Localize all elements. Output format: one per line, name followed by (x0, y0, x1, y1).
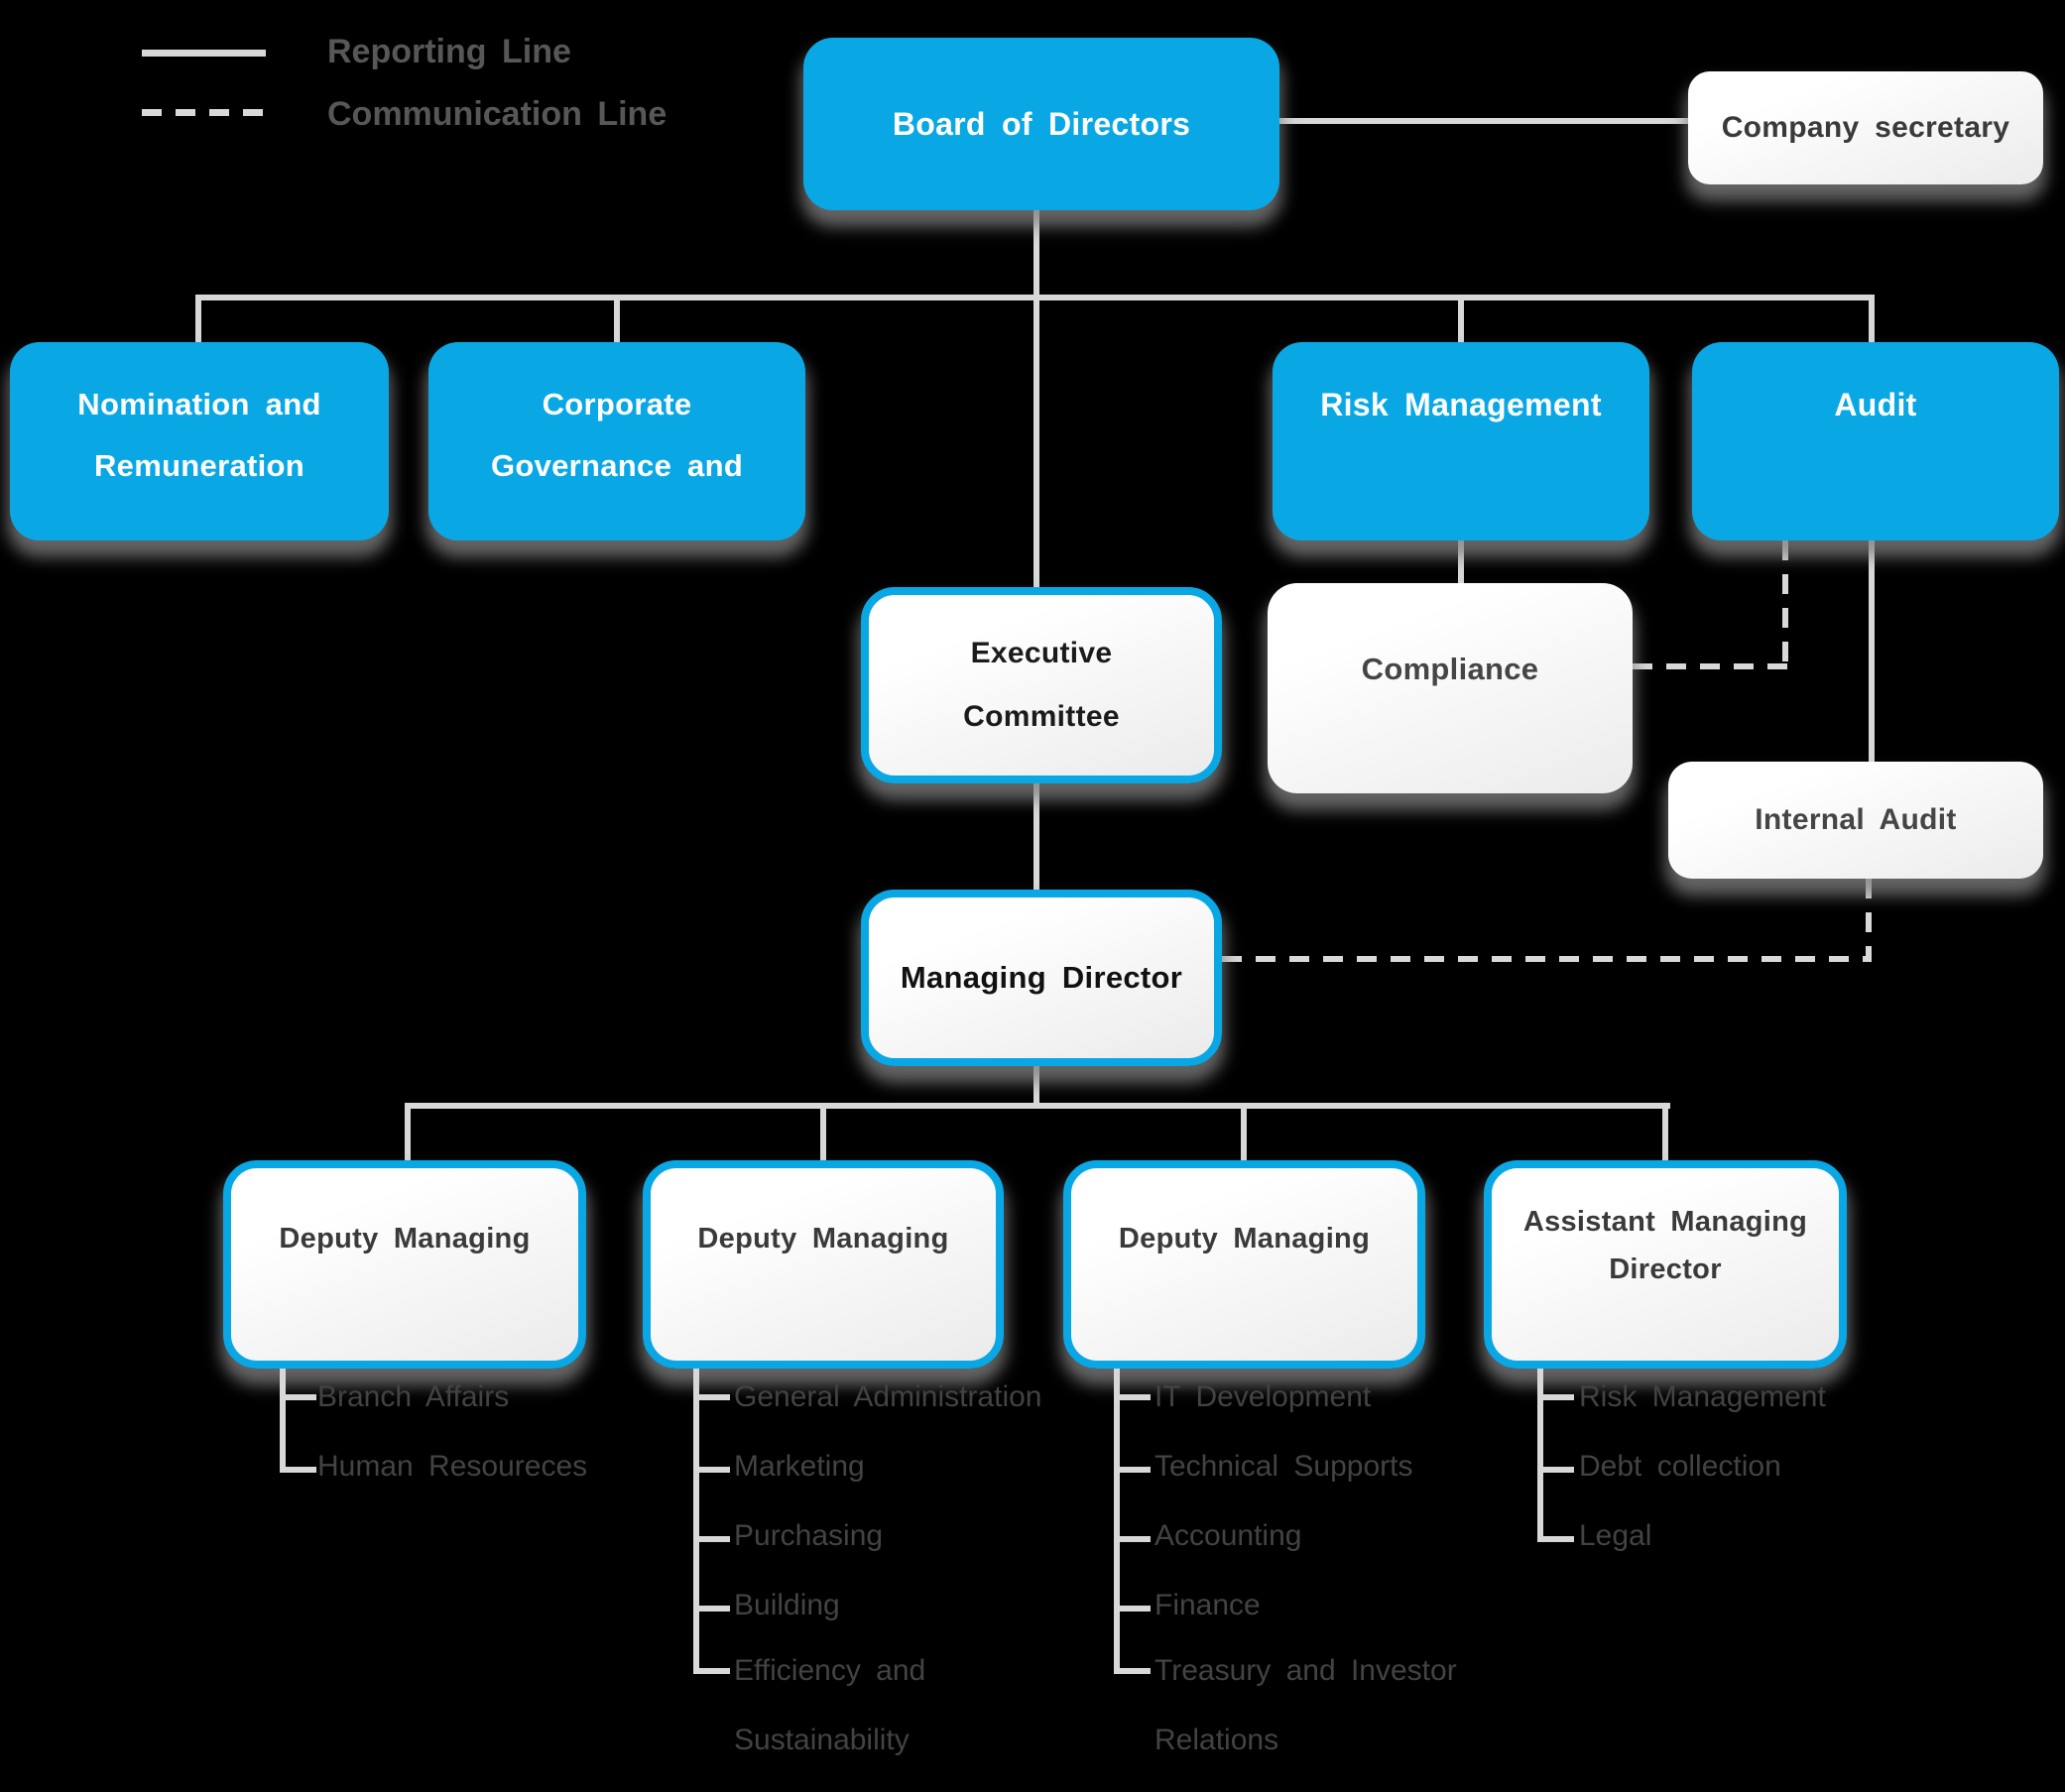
connector-drop-audit (1869, 300, 1875, 342)
company-secretary-label: Company secretary (1721, 111, 2010, 144)
connector-drop-deputy2 (820, 1109, 826, 1160)
corporate-governance-box: Corporate Governance and (428, 342, 805, 540)
company-secretary-box: Company secretary (1688, 71, 2043, 184)
connector-board-down (1033, 210, 1039, 300)
connector-drop-deputy3 (1241, 1109, 1247, 1160)
list-tick (699, 1606, 730, 1612)
risk-management-label: Risk Management (1320, 387, 1602, 422)
list-line-deputy1 (280, 1369, 286, 1473)
list-tick (1120, 1606, 1151, 1612)
board-of-directors-box: Board of Directors (803, 38, 1279, 210)
list-tick (699, 1467, 730, 1473)
internal-audit-label: Internal Audit (1755, 803, 1957, 836)
deputy-managing-2-box: Deputy Managing (643, 1160, 1004, 1369)
list-tick (1120, 1536, 1151, 1542)
list-tick (1543, 1394, 1574, 1400)
connector-drop-executive (1033, 300, 1039, 587)
reporting-line-sample (142, 50, 266, 57)
assistant-managing-director-box: Assistant Managing Director (1484, 1160, 1847, 1369)
deputy-managing-3-label: Deputy Managing (1118, 1223, 1371, 1254)
dashed-compliance-audit (1633, 663, 1788, 669)
connector-md-down (1033, 1066, 1039, 1103)
list-item: Risk Management (1579, 1380, 1826, 1413)
list-tick (286, 1467, 316, 1473)
list-item: Human Resoureces (317, 1450, 588, 1483)
compliance-box: Compliance (1268, 583, 1633, 793)
list-item: Branch Affairs (317, 1380, 510, 1413)
list-item: Building (734, 1589, 840, 1621)
list-tick (1120, 1394, 1151, 1400)
legend-communication-label: Communication Line (327, 95, 668, 133)
dashed-audit-down (1782, 540, 1788, 669)
list-item: Treasury and Investor Relations (1154, 1654, 1457, 1756)
managing-director-label: Managing Director (900, 960, 1183, 995)
connector-drop-risk (1458, 300, 1464, 342)
connector-top-splitter (195, 295, 1875, 300)
list-item: Debt collection (1579, 1450, 1781, 1483)
list-line-deputy3 (1114, 1369, 1120, 1674)
list-item: Efficiency and Sustainability (734, 1654, 926, 1756)
list-item: Finance (1154, 1589, 1261, 1621)
legend-reporting-label: Reporting Line (327, 33, 571, 70)
list-tick (1120, 1668, 1151, 1674)
list-tick (286, 1394, 316, 1400)
connector-drop-assistant (1662, 1109, 1668, 1160)
list-tick (1543, 1536, 1574, 1542)
board-of-directors-label: Board of Directors (892, 105, 1191, 142)
connector-drop-deputy1 (405, 1109, 411, 1160)
list-tick (1120, 1467, 1151, 1473)
managing-director-box: Managing Director (861, 890, 1222, 1066)
internal-audit-box: Internal Audit (1668, 762, 2043, 879)
assistant-managing-director-label: Assistant Managing Director (1522, 1206, 1808, 1285)
deputy-managing-3-box: Deputy Managing (1063, 1160, 1425, 1369)
connector-executive-md (1033, 783, 1039, 890)
deputy-managing-1-label: Deputy Managing (279, 1223, 531, 1254)
list-line-assistant (1537, 1369, 1543, 1542)
nomination-remuneration-box: Nomination and Remuneration (10, 342, 389, 540)
connector-drop-nomination (195, 300, 201, 342)
list-line-deputy2 (693, 1369, 699, 1674)
dashed-internal-audit-down (1866, 879, 1872, 962)
risk-management-box: Risk Management (1273, 342, 1649, 540)
deputy-managing-1-box: Deputy Managing (223, 1160, 586, 1369)
connector-board-secretary (1279, 118, 1688, 124)
list-item: Marketing (734, 1450, 865, 1483)
list-tick (1543, 1467, 1574, 1473)
dashed-md-internal-audit (1222, 956, 1872, 962)
audit-label: Audit (1834, 387, 1917, 422)
deputy-managing-2-label: Deputy Managing (697, 1223, 949, 1254)
connector-drop-corporate (614, 300, 620, 342)
connector-bottom-splitter (405, 1103, 1670, 1109)
list-item: Legal (1579, 1519, 1652, 1552)
list-item: IT Development (1154, 1380, 1372, 1413)
corporate-governance-label: Corporate Governance and (490, 387, 744, 483)
list-tick (699, 1536, 730, 1542)
list-item: General Administration (734, 1380, 1042, 1413)
executive-committee-label: Executive Committee (963, 637, 1120, 733)
audit-box: Audit (1692, 342, 2059, 540)
connector-audit-internal-audit (1869, 540, 1875, 762)
communication-line-sample (142, 109, 266, 116)
list-tick (699, 1668, 730, 1674)
list-item: Accounting (1154, 1519, 1302, 1552)
connector-risk-compliance (1458, 540, 1464, 583)
list-item: Purchasing (734, 1519, 884, 1552)
compliance-label: Compliance (1361, 652, 1539, 686)
list-tick (699, 1394, 730, 1400)
executive-committee-box: Executive Committee (861, 587, 1222, 783)
list-item: Technical Supports (1154, 1450, 1413, 1483)
nomination-remuneration-label: Nomination and Remuneration (77, 387, 321, 483)
